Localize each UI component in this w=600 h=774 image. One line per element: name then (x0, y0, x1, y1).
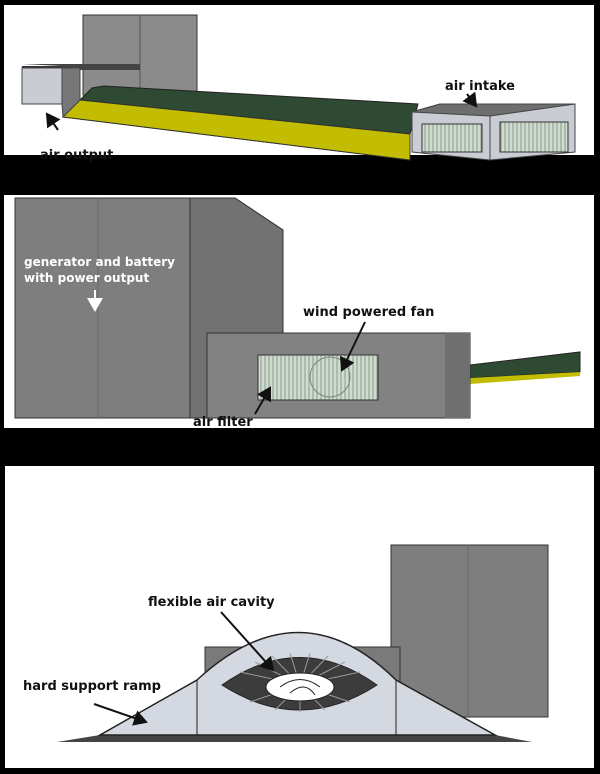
arrow-icon (462, 91, 478, 108)
arrow-icon (45, 112, 61, 131)
label-air-output: air output (40, 148, 113, 163)
arrow-icon (220, 611, 275, 672)
air-output-box (21, 67, 63, 105)
arrow-icon (93, 703, 148, 726)
label-generator-2: with power output (24, 271, 149, 285)
label-air-filter: air filter (193, 415, 253, 430)
intake-grill-side (499, 121, 569, 153)
label-support-ramp: hard support ramp (23, 679, 161, 694)
label-air-intake: air intake (445, 79, 515, 94)
panel-front-view: flexible air cavity hard support ramp (5, 466, 594, 768)
generator-block (390, 544, 549, 718)
ground-line (57, 735, 532, 742)
arrow-icon (339, 321, 366, 372)
intake-grill-front (421, 123, 483, 153)
panel-side-view: generator and battery with power output … (4, 195, 594, 430)
panel-top-view: air intake air output (4, 5, 594, 163)
label-air-cavity: flexible air cavity (148, 595, 275, 610)
fan-icon (309, 356, 351, 398)
arrow-icon (254, 386, 271, 415)
label-generator-1: generator and battery (24, 255, 175, 269)
label-wind-fan: wind powered fan (303, 305, 434, 320)
